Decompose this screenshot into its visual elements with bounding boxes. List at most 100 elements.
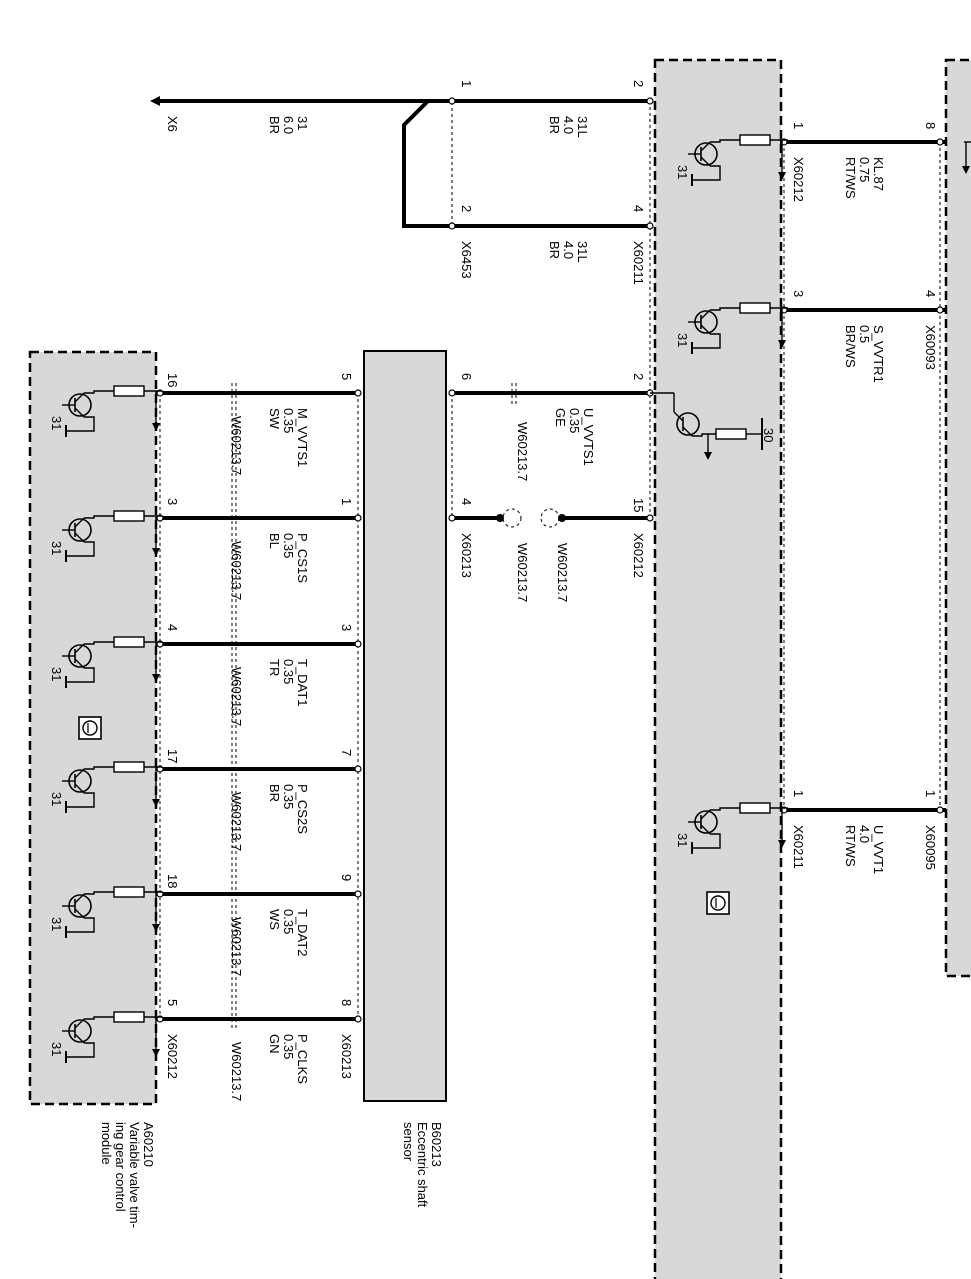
ground-number: 31 [49, 416, 64, 430]
wire-label-line2: 0.35 [281, 659, 296, 684]
wire-label-line1: P_CS1S [295, 533, 310, 583]
wire-label-line1: KL.87 [871, 157, 886, 191]
module-component-desc: ing gear control [113, 1122, 128, 1212]
supply-number: 30 [761, 428, 776, 442]
pin-number: 18 [165, 874, 180, 888]
pin-number: 2 [459, 205, 474, 212]
shield-ref: W60213.7 [229, 541, 244, 600]
control-unit-box [653, 58, 783, 1279]
ground-number: 31 [49, 1042, 64, 1056]
pin-number: 5 [165, 999, 180, 1006]
connector-label: X60212 [791, 157, 806, 202]
wire-label-line2: 0.35 [281, 909, 296, 934]
wire-label-line2: 0.35 [281, 533, 296, 558]
sensor-bar [363, 350, 447, 1102]
shield-ref: W60213.7 [229, 667, 244, 726]
sensor-component-id: B60213 [429, 1122, 444, 1167]
pin-number: 8 [923, 122, 938, 129]
sensor-component-desc: Eccentric shaft [415, 1122, 430, 1208]
wire-label-line3: BR [267, 116, 282, 134]
wire-label-line1: 31 [295, 116, 310, 130]
pin-number: 8 [339, 999, 354, 1006]
wire-label-line2: 0.75 [857, 157, 872, 182]
connector-label: X60212 [631, 533, 646, 578]
ground-number: 31 [675, 333, 690, 347]
wire-label-line1: P_CLKS [295, 1034, 310, 1084]
pin-number: 1 [459, 80, 474, 87]
connector-label: X60212 [165, 1034, 180, 1079]
wire-label-line3: BR [267, 784, 282, 802]
wire-label-line3: GN [267, 1034, 282, 1054]
wire-label-line1: T_DAT1 [295, 659, 310, 706]
pin-number: 3 [791, 290, 806, 297]
shield-ref: W60213.7 [229, 792, 244, 851]
wire-label-line1: 31L [575, 116, 590, 138]
wire-label-line1: T_DAT2 [295, 909, 310, 956]
pin-number: 4 [923, 290, 938, 297]
pin-number: 1 [791, 790, 806, 797]
wire-label-line2: 4.0 [561, 241, 576, 259]
ground-number: 31 [675, 165, 690, 179]
ground-arrow-icon [150, 96, 160, 106]
wire-label-line1: S_VVTR1 [871, 325, 886, 383]
connector-label: X60211 [631, 241, 646, 285]
wire-label-line3: WS [267, 909, 282, 930]
ground-connector-label: X6 [165, 116, 180, 132]
wire-label-line1: 31L [575, 241, 590, 263]
pin-number: 3 [339, 624, 354, 631]
wire-label-line2: 4.0 [857, 825, 872, 843]
pin-number: 17 [165, 749, 180, 763]
module-component-id: A60210 [141, 1122, 156, 1167]
wire-label-line2: 6.0 [281, 116, 296, 134]
connector-label: X6453 [459, 241, 474, 279]
pin-number: 2 [631, 373, 646, 380]
pin-number: 6 [459, 373, 474, 380]
wire-label-line3: RT/WS [843, 825, 858, 867]
wire-label-line2: 4.0 [561, 116, 576, 134]
wire-label-line3: TR [267, 659, 282, 676]
pin-number: 2 [631, 80, 646, 87]
electronic-component-icon [78, 716, 102, 740]
wire-label-line1: M_VVTS1 [295, 408, 310, 467]
wire-label-line2: 0.35 [281, 784, 296, 809]
wire-label-line3: BL [267, 533, 282, 549]
connector-label: X60095 [923, 825, 938, 870]
wire-label-line3: GE [553, 408, 568, 427]
wire-label-line3: RT/WS [843, 157, 858, 199]
pin-number: 5 [339, 373, 354, 380]
module-component-desc: Variable valve tim- [127, 1122, 142, 1228]
wire-label-line2: 0.35 [281, 408, 296, 433]
wire-label-line2: 0.5 [857, 325, 872, 343]
shield-ref: W60213.7 [515, 543, 530, 602]
ground-number: 31 [49, 541, 64, 555]
wire-label-line3: SW [267, 408, 282, 430]
pin-number: 16 [165, 373, 180, 387]
connector-label: X60211 [791, 825, 806, 869]
pin-number: 1 [339, 498, 354, 505]
connector-label: X60093 [923, 325, 938, 370]
wire-label-line2: 0.35 [281, 1034, 296, 1059]
shield-ref: W60213.7 [229, 917, 244, 976]
ground-number: 31 [49, 792, 64, 806]
pin-number: 1 [923, 790, 938, 797]
ground-number: 31 [49, 667, 64, 681]
shield-ref: W60213.7 [515, 422, 530, 481]
sensor-component-desc: sensor [401, 1122, 416, 1162]
connector-label: X60213 [339, 1034, 354, 1079]
wire-label-line1: P_CS2S [295, 784, 310, 834]
supply-transistor-icon [650, 392, 763, 460]
pin-number: 7 [339, 749, 354, 756]
wire-label-line3: BR [547, 116, 562, 134]
pin-number: 4 [631, 205, 646, 212]
wire-label-line2: 0.35 [567, 408, 582, 433]
electronic-component-icon [706, 891, 730, 915]
connector-label: X60213 [459, 533, 474, 578]
shield-ref: W60213.7 [555, 543, 570, 602]
pin-number: 15 [631, 498, 646, 512]
wire-label-line1: U_VVT1 [871, 825, 886, 874]
pin-number: 3 [165, 498, 180, 505]
right-connector-box [944, 58, 971, 978]
pin-number: 1 [791, 122, 806, 129]
pin-number: 9 [339, 874, 354, 881]
